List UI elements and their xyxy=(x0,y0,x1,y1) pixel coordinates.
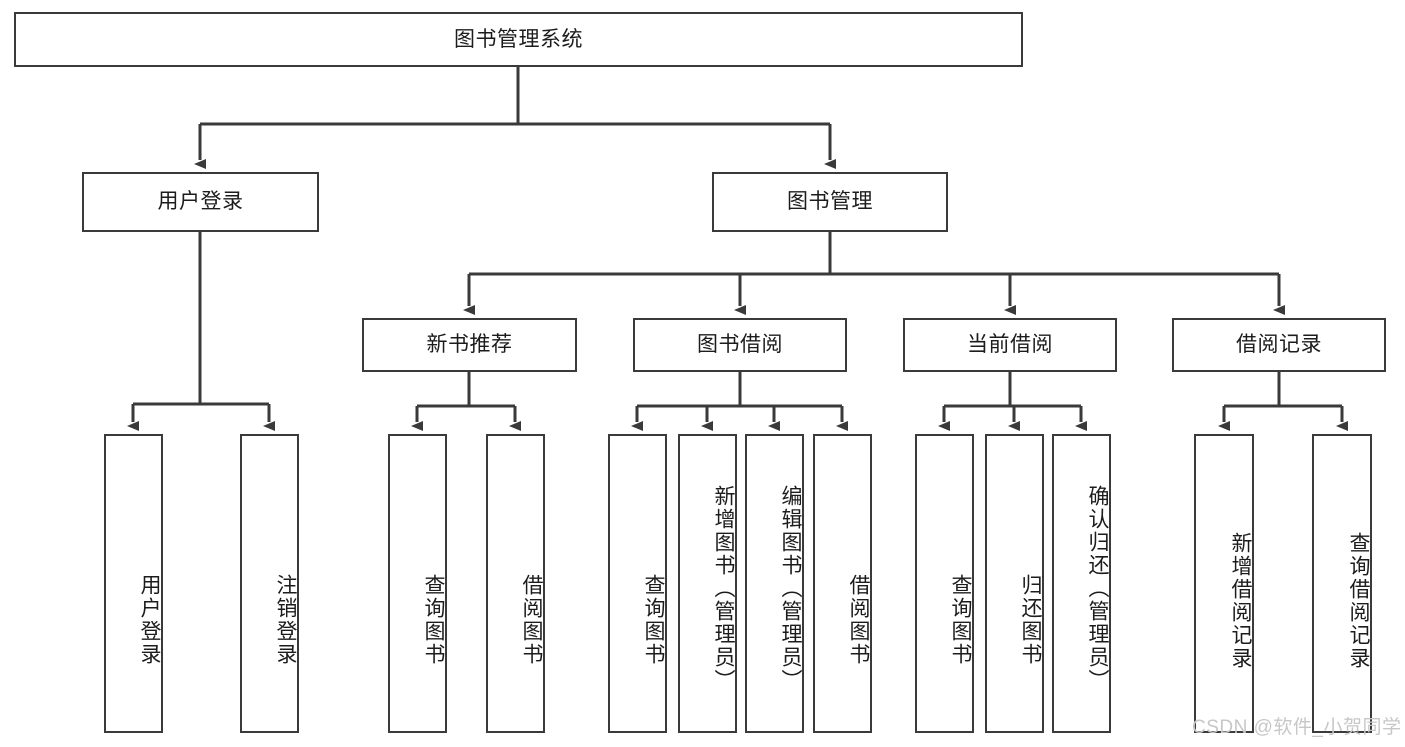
leaf-query-record-label: 查询借阅记录 xyxy=(1347,531,1370,670)
leaf-add-record[interactable]: 新增借阅记录 xyxy=(1194,434,1254,733)
node-book-manage-label: 图书管理 xyxy=(787,190,873,214)
node-root-label: 图书管理系统 xyxy=(454,27,583,51)
leaf-return-book-label: 归还图书 xyxy=(1019,573,1042,666)
leaf-edit-book[interactable]: 编辑图书（管理员） xyxy=(745,434,804,733)
leaf-edit-book-label: 编辑图书（管理员） xyxy=(779,485,802,692)
node-borrow-record-label: 借阅记录 xyxy=(1236,333,1322,357)
leaf-logout[interactable]: 注销登录 xyxy=(240,434,299,733)
leaf-borrow-book-1-label: 借阅图书 xyxy=(520,573,543,666)
leaf-query-book-3[interactable]: 查询图书 xyxy=(915,434,974,733)
node-root[interactable]: 图书管理系统 xyxy=(14,12,1023,67)
csdn-watermark: CSDN @软件_小贺同学 xyxy=(1192,717,1402,738)
leaf-confirm-return-label: 确认归还（管理员） xyxy=(1086,485,1109,692)
node-current-borrow-label: 当前借阅 xyxy=(967,333,1053,357)
leaf-logout-label: 注销登录 xyxy=(274,573,297,666)
node-new-book-rec-label: 新书推荐 xyxy=(426,333,513,357)
leaf-query-book-1-label: 查询图书 xyxy=(422,573,445,666)
node-book-borrow[interactable]: 图书借阅 xyxy=(633,318,847,372)
leaf-query-book-1[interactable]: 查询图书 xyxy=(388,434,447,733)
leaf-add-record-label: 新增借阅记录 xyxy=(1229,531,1252,670)
leaf-query-book-2-label: 查询图书 xyxy=(642,573,665,666)
node-book-borrow-label: 图书借阅 xyxy=(697,333,783,357)
node-borrow-record[interactable]: 借阅记录 xyxy=(1172,318,1386,372)
node-user-login[interactable]: 用户登录 xyxy=(82,172,319,232)
node-user-login-label: 用户登录 xyxy=(157,190,244,214)
leaf-borrow-book-2-label: 借阅图书 xyxy=(847,573,870,666)
node-new-book-rec[interactable]: 新书推荐 xyxy=(362,318,577,372)
leaf-confirm-return[interactable]: 确认归还（管理员） xyxy=(1052,434,1111,733)
leaf-user-login[interactable]: 用户登录 xyxy=(104,434,163,733)
leaf-return-book[interactable]: 归还图书 xyxy=(985,434,1044,733)
leaf-borrow-book-1[interactable]: 借阅图书 xyxy=(486,434,545,733)
leaf-query-record[interactable]: 查询借阅记录 xyxy=(1312,434,1372,733)
leaf-borrow-book-2[interactable]: 借阅图书 xyxy=(813,434,872,733)
node-book-manage[interactable]: 图书管理 xyxy=(712,172,948,232)
leaf-add-book[interactable]: 新增图书（管理员） xyxy=(678,434,737,733)
leaf-query-book-2[interactable]: 查询图书 xyxy=(608,434,667,733)
leaf-query-book-3-label: 查询图书 xyxy=(949,573,972,666)
leaf-add-book-label: 新增图书（管理员） xyxy=(712,485,735,692)
node-current-borrow[interactable]: 当前借阅 xyxy=(903,318,1117,372)
leaf-user-login-label: 用户登录 xyxy=(138,573,161,666)
